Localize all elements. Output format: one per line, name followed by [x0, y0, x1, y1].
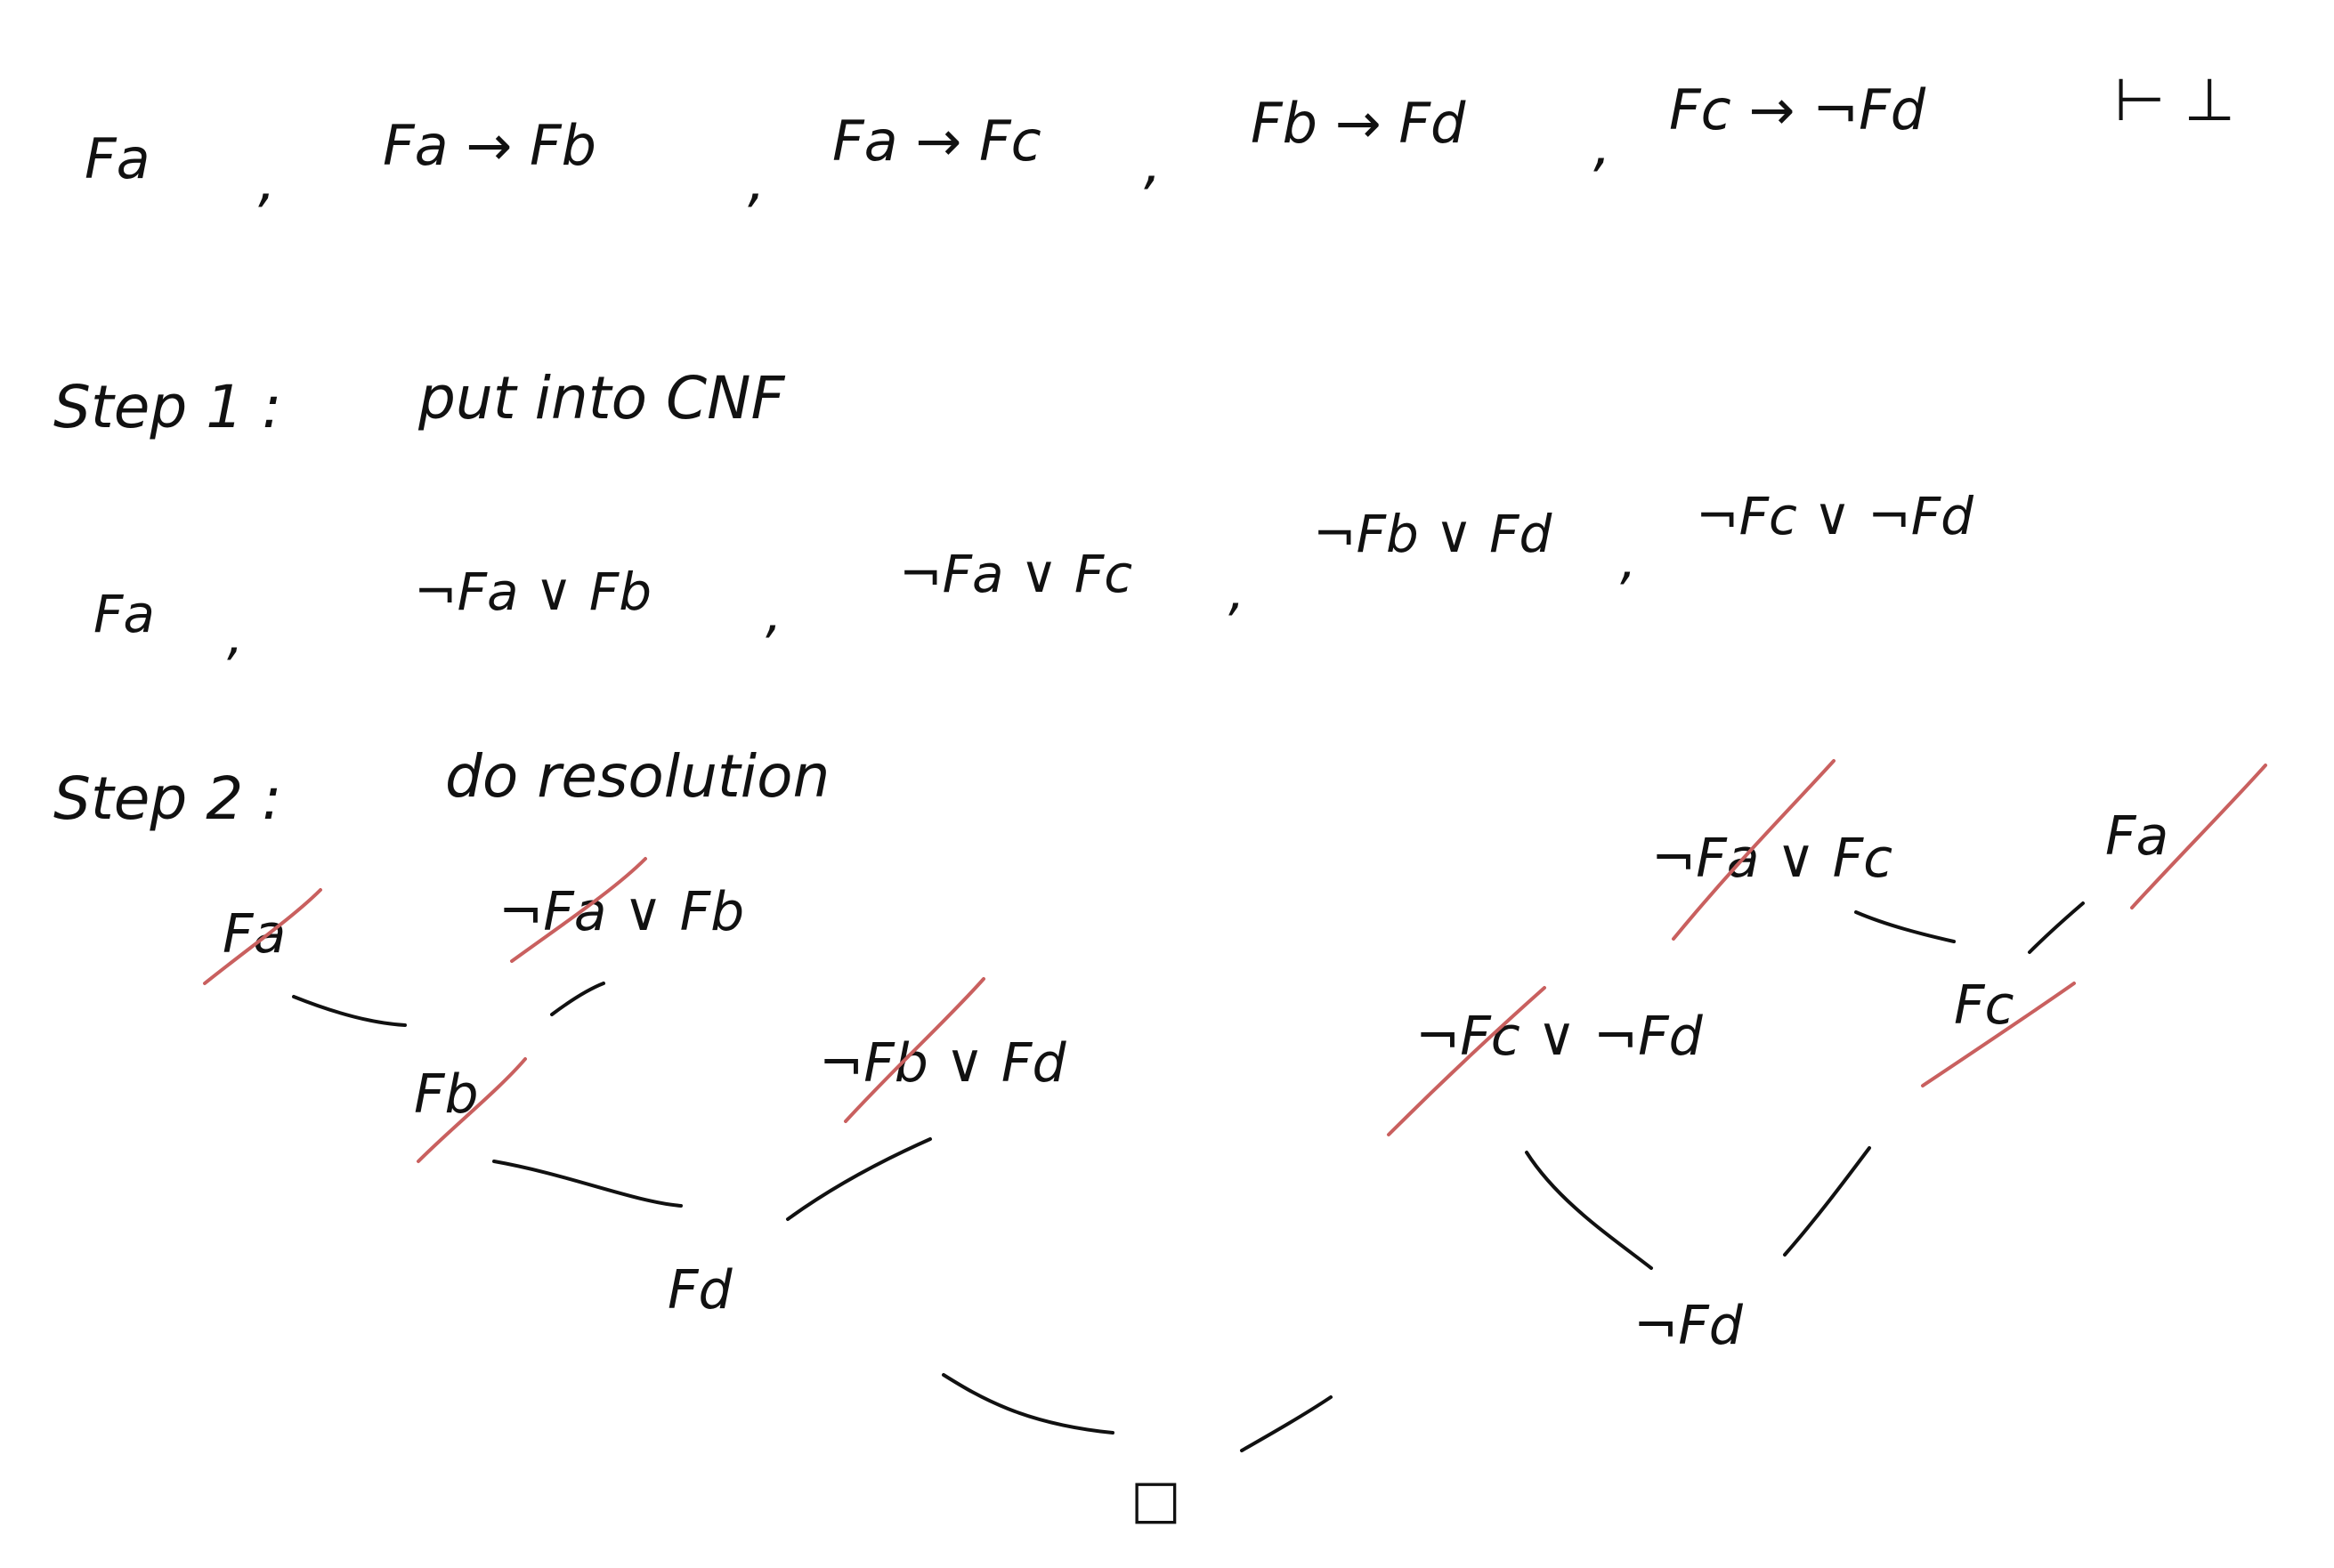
left-resolution-tree: Fa ¬Fa ∨ Fb Fb ¬Fb ∨ Fd Fd: [203, 857, 1066, 1321]
step-2-description: do resolution: [445, 742, 830, 811]
step-2-label: Step 2 :: [53, 764, 281, 833]
left-leaf-fa-strike: [203, 888, 322, 985]
left-edge-fb-to-fd: [492, 1160, 683, 1208]
right-leaf-fa-strike: [2130, 764, 2267, 909]
premise-separator-1: ,: [258, 149, 276, 214]
turnstile-bottom: ⊢ ⊥: [2114, 66, 2235, 134]
cnf-clause-3: ¬Fa ∨ Fc: [899, 544, 1132, 604]
step-1-description: put into CNF: [417, 364, 785, 432]
final-resolution: □: [942, 1373, 1333, 1531]
edge-fd-to-empty: [942, 1373, 1114, 1435]
step-1: Step 1 : put into CNF: [53, 364, 785, 441]
right-resolvent-fc: Fc: [1954, 974, 2014, 1037]
left-edge-not-fb-to-fd: [786, 1137, 932, 1221]
empty-clause: □: [1131, 1468, 1181, 1531]
right-leaf-not-fc-or-not-fd: ¬Fc ∨ ¬Fd: [1415, 1006, 1704, 1068]
left-leaf-not-fb-or-fd: ¬Fb ∨ Fd: [819, 1032, 1066, 1095]
right-edge-not-fa-to-fc: [1854, 910, 1956, 943]
cnf-clause-1: Fa: [93, 584, 155, 644]
right-edge-not-fc-to-not-fd: [1525, 1151, 1653, 1270]
right-leaf-not-fc-strike: [1387, 986, 1546, 1136]
cnf-separator-2: ,: [766, 584, 782, 644]
right-leaf-not-fa-or-fc: ¬Fa ∨ Fc: [1651, 828, 1892, 890]
left-leaf-not-fa-or-fb: ¬Fa ∨ Fb: [498, 881, 744, 943]
step-2: Step 2 : do resolution: [53, 742, 830, 833]
left-edge-not-fa-to-fb: [550, 982, 605, 1016]
premise-separator-2: ,: [748, 149, 766, 214]
right-resolvent-fc-strike: [1921, 982, 2076, 1087]
premise-1: Fa: [85, 126, 150, 191]
left-leaf-not-fb-strike: [844, 977, 985, 1123]
step-1-label: Step 1 :: [53, 373, 281, 441]
cnf-clause-4: ¬Fb ∨ Fd: [1313, 504, 1552, 564]
edge-not-fd-to-empty: [1240, 1395, 1333, 1452]
premise-4: Fb → Fd: [1251, 91, 1466, 156]
premise-3: Fa → Fc: [832, 109, 1041, 174]
cnf-clauses-line: Fa , ¬Fa ∨ Fb , ¬Fa ∨ Fc , ¬Fb ∨ Fd , ¬F…: [93, 486, 1974, 667]
left-edge-fa-to-fb: [292, 995, 407, 1027]
right-edge-fa-to-fc: [2028, 901, 2085, 954]
cnf-separator-4: ,: [1620, 530, 1636, 591]
premise-separator-4: ,: [1593, 113, 1611, 178]
cnf-separator-1: ,: [227, 606, 243, 667]
premises-line: Fa , Fa → Fb , Fa → Fc , Fb → Fd , Fc → …: [85, 66, 2235, 214]
right-resolvent-not-fd: ¬Fd: [1633, 1295, 1744, 1357]
left-leaf-fa: Fa: [223, 903, 286, 966]
left-resolvent-fb-strike: [417, 1057, 527, 1163]
premise-2: Fa → Fb: [383, 113, 596, 178]
left-leaf-not-fa-strike: [510, 857, 647, 963]
right-leaf-fa: Fa: [2105, 805, 2168, 868]
cnf-clause-5: ¬Fc ∨ ¬Fd: [1696, 486, 1974, 546]
premise-separator-3: ,: [1144, 131, 1162, 196]
cnf-clause-2: ¬Fa ∨ Fb: [414, 562, 652, 622]
cnf-separator-3: ,: [1228, 562, 1244, 622]
premise-5: Fc → ¬Fd: [1669, 77, 1926, 142]
left-resolvent-fd: Fd: [668, 1259, 733, 1321]
right-edge-fc-to-not-fd: [1783, 1146, 1871, 1257]
right-leaf-not-fa-strike: [1672, 759, 1836, 941]
right-resolution-tree: ¬Fa ∨ Fc Fa Fc ¬Fc ∨ ¬Fd ¬Fd: [1387, 759, 2267, 1357]
